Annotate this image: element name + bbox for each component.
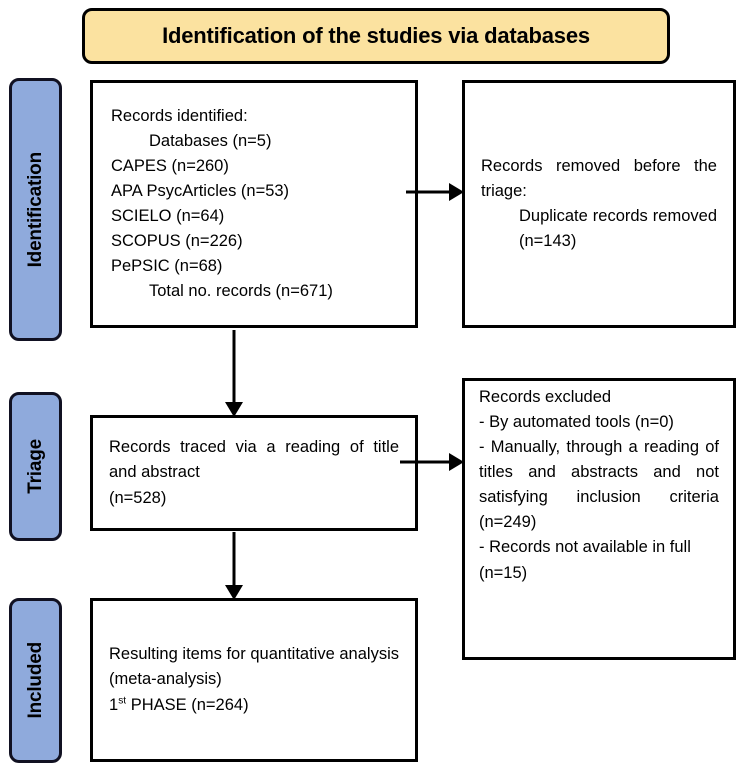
records-identified-total: Total no. records (n=671)	[149, 282, 333, 301]
stage-label-text: Included	[24, 642, 46, 719]
box-records-traced: Records traced via a reading of title an…	[90, 415, 418, 531]
source-line-scielo: SCIELO (n=64)	[111, 207, 225, 225]
arrow-shaft	[406, 190, 452, 194]
phase-ordinal-suffix: st	[118, 695, 127, 707]
source-line-scopus: SCOPUS (n=226)	[111, 232, 243, 251]
box-records-traced-body: Records traced via a reading of title an…	[109, 435, 399, 510]
box-resulting-items: Resulting items for quantitative analysi…	[90, 598, 418, 762]
records-identified-databases: Databases (n=5)	[149, 131, 272, 150]
box-resulting-items-body: Resulting items for quantitative analysi…	[109, 642, 399, 717]
stage-label-included: Included	[9, 598, 62, 763]
diagram-title-banner: Identification of the studies via databa…	[82, 8, 670, 64]
records-traced-text: Records traced via a reading of title an…	[109, 438, 399, 482]
stage-label-triage: Triage	[9, 392, 62, 541]
arrow-shaft	[400, 460, 451, 464]
box-records-removed: Records removed before the triage: Dupli…	[462, 80, 736, 328]
records-excluded-item-not-available: - Records not available in full (n=15)	[479, 538, 691, 582]
stage-label-text: Identification	[24, 151, 46, 268]
source-line-apa-psycarticles: APA PsycArticles (n=53)	[111, 181, 290, 200]
arrow-head	[225, 402, 243, 417]
arrow-identified-to-traced-icon	[224, 330, 244, 417]
stage-label-text: Triage	[24, 439, 46, 494]
box-records-identified-body: Records identified: Databases (n=5) CAPE…	[111, 104, 415, 305]
resulting-items-text: Resulting items for quantitative analysi…	[109, 645, 399, 689]
arrow-head	[225, 585, 243, 600]
phase-label: PHASE (n=264)	[126, 695, 249, 714]
arrow-head	[449, 453, 464, 471]
page-title: Identification of the studies via databa…	[162, 23, 590, 48]
arrow-shaft	[232, 532, 236, 587]
box-records-identified: Records identified: Databases (n=5) CAPE…	[90, 80, 418, 328]
source-line-pepsic: PePSIC (n=68)	[111, 257, 223, 276]
box-records-excluded-body: Records excluded - By automated tools (n…	[479, 381, 719, 586]
records-removed-detail: Duplicate records removed (n=143)	[519, 207, 717, 251]
records-removed-heading: Records removed before the triage:	[481, 156, 717, 200]
arrow-head	[449, 183, 464, 201]
arrow-traced-to-excluded-icon	[400, 452, 464, 472]
phase-number: 1	[109, 695, 119, 714]
box-records-removed-body: Records removed before the triage: Dupli…	[481, 154, 717, 254]
arrow-traced-to-included-icon	[224, 532, 244, 600]
records-excluded-item-manual: - Manually, through a reading of titles …	[479, 438, 719, 532]
arrow-identified-to-removed-icon	[406, 182, 464, 202]
resulting-items-phase: 1st PHASE (n=264)	[109, 693, 399, 718]
source-line-capes: CAPES (n=260)	[111, 156, 229, 175]
records-excluded-heading: Records excluded	[479, 388, 612, 406]
box-records-excluded: Records excluded - By automated tools (n…	[462, 378, 736, 660]
records-excluded-item-automated: - By automated tools (n=0)	[479, 413, 674, 432]
stage-label-identification: Identification	[9, 78, 62, 341]
records-traced-count: (n=528)	[109, 488, 167, 507]
arrow-shaft	[232, 330, 236, 404]
records-identified-heading: Records identified:	[111, 106, 248, 125]
